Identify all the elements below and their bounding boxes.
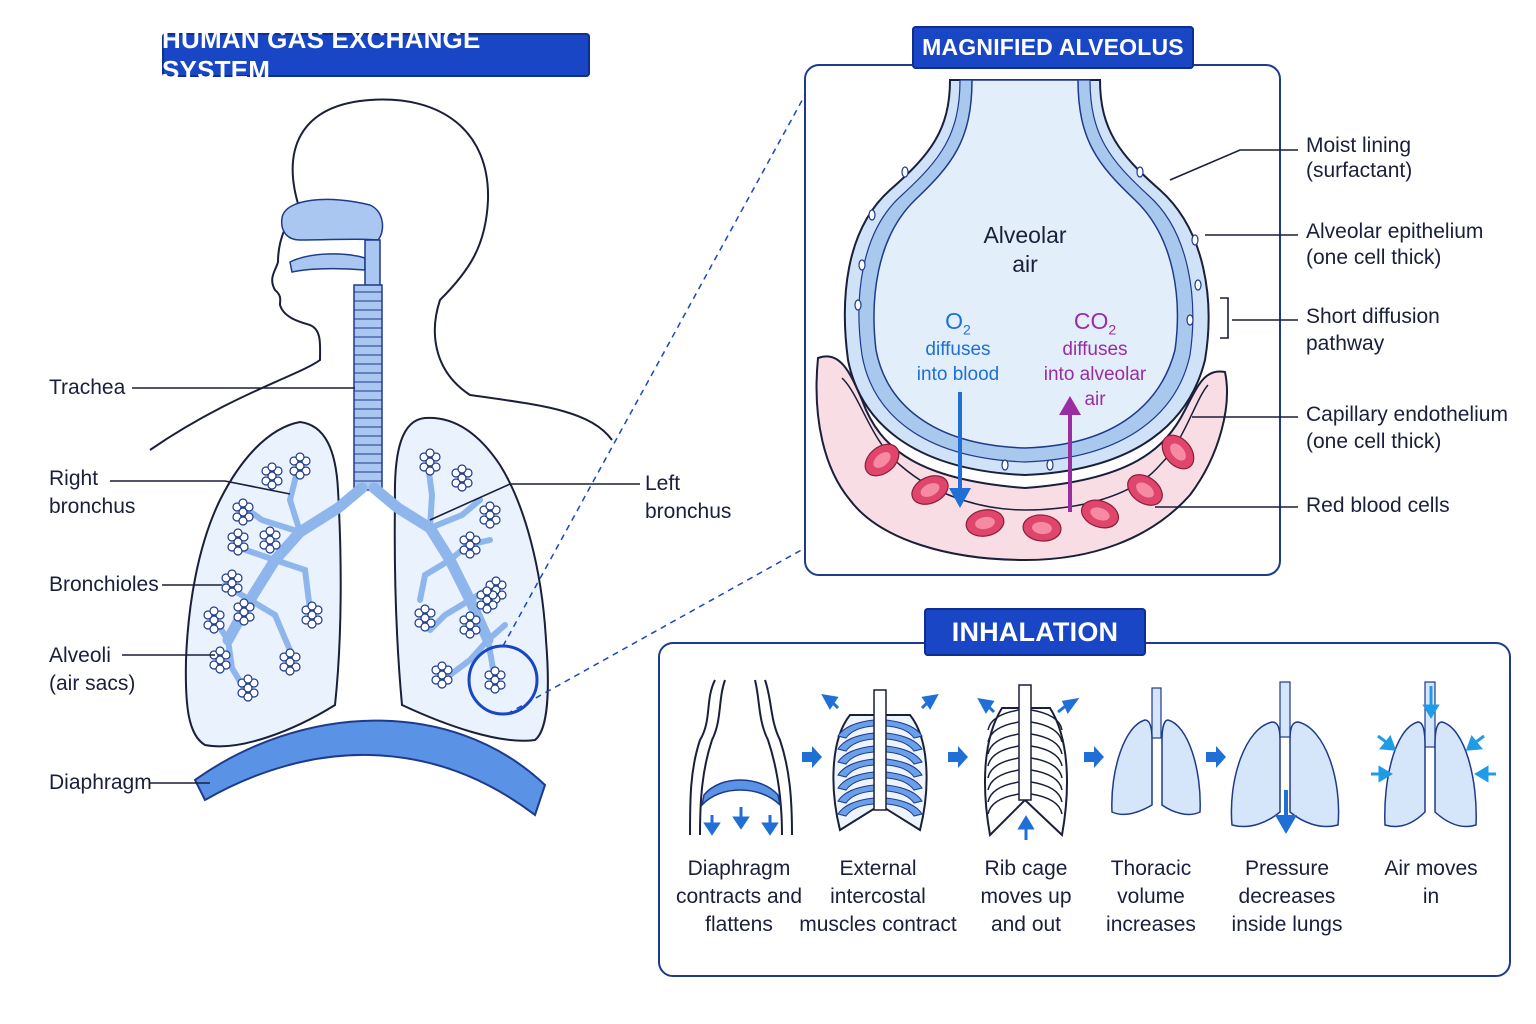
label-diaphragm: Diaphragm: [49, 771, 152, 794]
label-red-blood-cells: Red blood cells: [1306, 494, 1450, 517]
red-blood-cell: [911, 475, 949, 505]
alveolus-cluster: [479, 501, 501, 529]
cell-nucleus: [1136, 166, 1144, 178]
label-bronchioles: Bronchioles: [49, 573, 159, 596]
red-blood-cell: [864, 443, 900, 477]
cell-nucleus: [1186, 314, 1194, 326]
label-short-diffusion-1: Short diffusion: [1306, 305, 1440, 328]
co2-text-2: into alveolar: [1043, 364, 1147, 385]
cell-nucleus: [901, 166, 909, 178]
alveolus-cluster: [289, 452, 311, 480]
label-alveoli-2: (air sacs): [49, 672, 136, 695]
co2-text-1: diffuses: [1062, 339, 1128, 360]
alveolus-cluster: [259, 526, 281, 554]
label-left-bronchus-2: bronchus: [645, 500, 732, 523]
red-blood-cell: [1161, 434, 1195, 470]
alveolus-cluster: [209, 646, 231, 674]
cell-nucleus: [1046, 459, 1054, 471]
right-leader-lines: [1155, 149, 1298, 508]
alveolus-cluster: [451, 464, 473, 492]
alveolus-cluster: [227, 528, 249, 556]
step-arrows: [802, 746, 1226, 768]
label-short-diffusion-2: pathway: [1306, 332, 1385, 355]
red-blood-cell: [1022, 514, 1062, 542]
label-capillary-1: Capillary endothelium: [1306, 403, 1508, 426]
co2-arrow-head: [1059, 396, 1081, 415]
alveolus-cluster: [476, 586, 498, 614]
o2-text-1: diffuses: [925, 339, 991, 360]
step1-illustration: [689, 679, 793, 836]
inhalation-title: INHALATION: [924, 608, 1146, 656]
alveolar-air-2: air: [1012, 251, 1038, 277]
step4-illustration: [1111, 687, 1201, 816]
cell-nucleus: [1194, 279, 1202, 291]
alveolus-cluster: [203, 606, 225, 634]
alveolus-cluster: [459, 611, 481, 639]
alveolus-cluster: [237, 674, 259, 702]
alveolus-cluster: [485, 576, 507, 604]
label-epithelium-1: Alveolar epithelium: [1306, 220, 1484, 243]
alveolus-cluster: [232, 498, 254, 526]
alveolus-cluster: [414, 604, 436, 632]
step5-illustration: [1230, 681, 1340, 834]
cell-nucleus: [1191, 234, 1199, 246]
alveolus-cluster: [279, 648, 301, 676]
alveolus-cluster: [419, 448, 441, 476]
red-blood-cell: [1081, 499, 1119, 529]
label-right-bronchus-2: bronchus: [49, 495, 136, 518]
alveolus-cluster: [261, 462, 283, 490]
label-trachea: Trachea: [49, 376, 126, 399]
alveolus-title: MAGNIFIED ALVEOLUS: [912, 26, 1194, 69]
o2-arrow-head: [949, 488, 971, 508]
alveolar-air-1: Alveolar: [983, 222, 1067, 248]
o2-text-2: into blood: [916, 364, 1000, 385]
cell-nucleus: [858, 259, 866, 271]
red-blood-cell: [1127, 474, 1163, 506]
cell-nucleus: [1001, 459, 1009, 471]
step3-illustration: [977, 684, 1080, 840]
step2-illustration: [821, 689, 939, 832]
label-capillary-2: (one cell thick): [1306, 430, 1442, 453]
label-epithelium-2: (one cell thick): [1306, 246, 1442, 269]
alveoli-clusters: [203, 448, 507, 702]
magnifier-guides: [502, 94, 806, 715]
alveolus-cluster: [233, 598, 255, 626]
main-title: HUMAN GAS EXCHANGE SYSTEM: [162, 24, 590, 85]
airway-upper: [280, 198, 384, 291]
o2-formula: O2: [945, 308, 971, 338]
red-blood-cell: [965, 509, 1005, 537]
label-moist-1: Moist lining: [1306, 134, 1412, 157]
label-right-bronchus-1: Right: [49, 467, 99, 490]
left-leader-lines: [110, 387, 640, 784]
cell-nucleus: [854, 299, 862, 311]
step6-illustration: [1371, 681, 1496, 828]
alveolus-cluster: [301, 601, 323, 629]
cell-nucleus: [868, 209, 876, 221]
alveolus-cluster: [431, 661, 453, 689]
label-left-bronchus-1: Left: [645, 472, 681, 495]
label-moist-2: (surfactant): [1306, 159, 1413, 182]
alveolus-cluster: [459, 531, 481, 559]
alveolus-cluster: [484, 666, 506, 694]
body-silhouette: [149, 98, 613, 451]
co2-formula: CO2: [1073, 308, 1117, 338]
trachea: [353, 284, 383, 491]
label-alveoli-1: Alveoli: [49, 644, 111, 667]
alveolus-cluster: [221, 569, 243, 597]
alveolus-illustration: [815, 79, 1228, 562]
diaphragm: [193, 719, 547, 817]
co2-text-3: air: [1084, 389, 1106, 410]
